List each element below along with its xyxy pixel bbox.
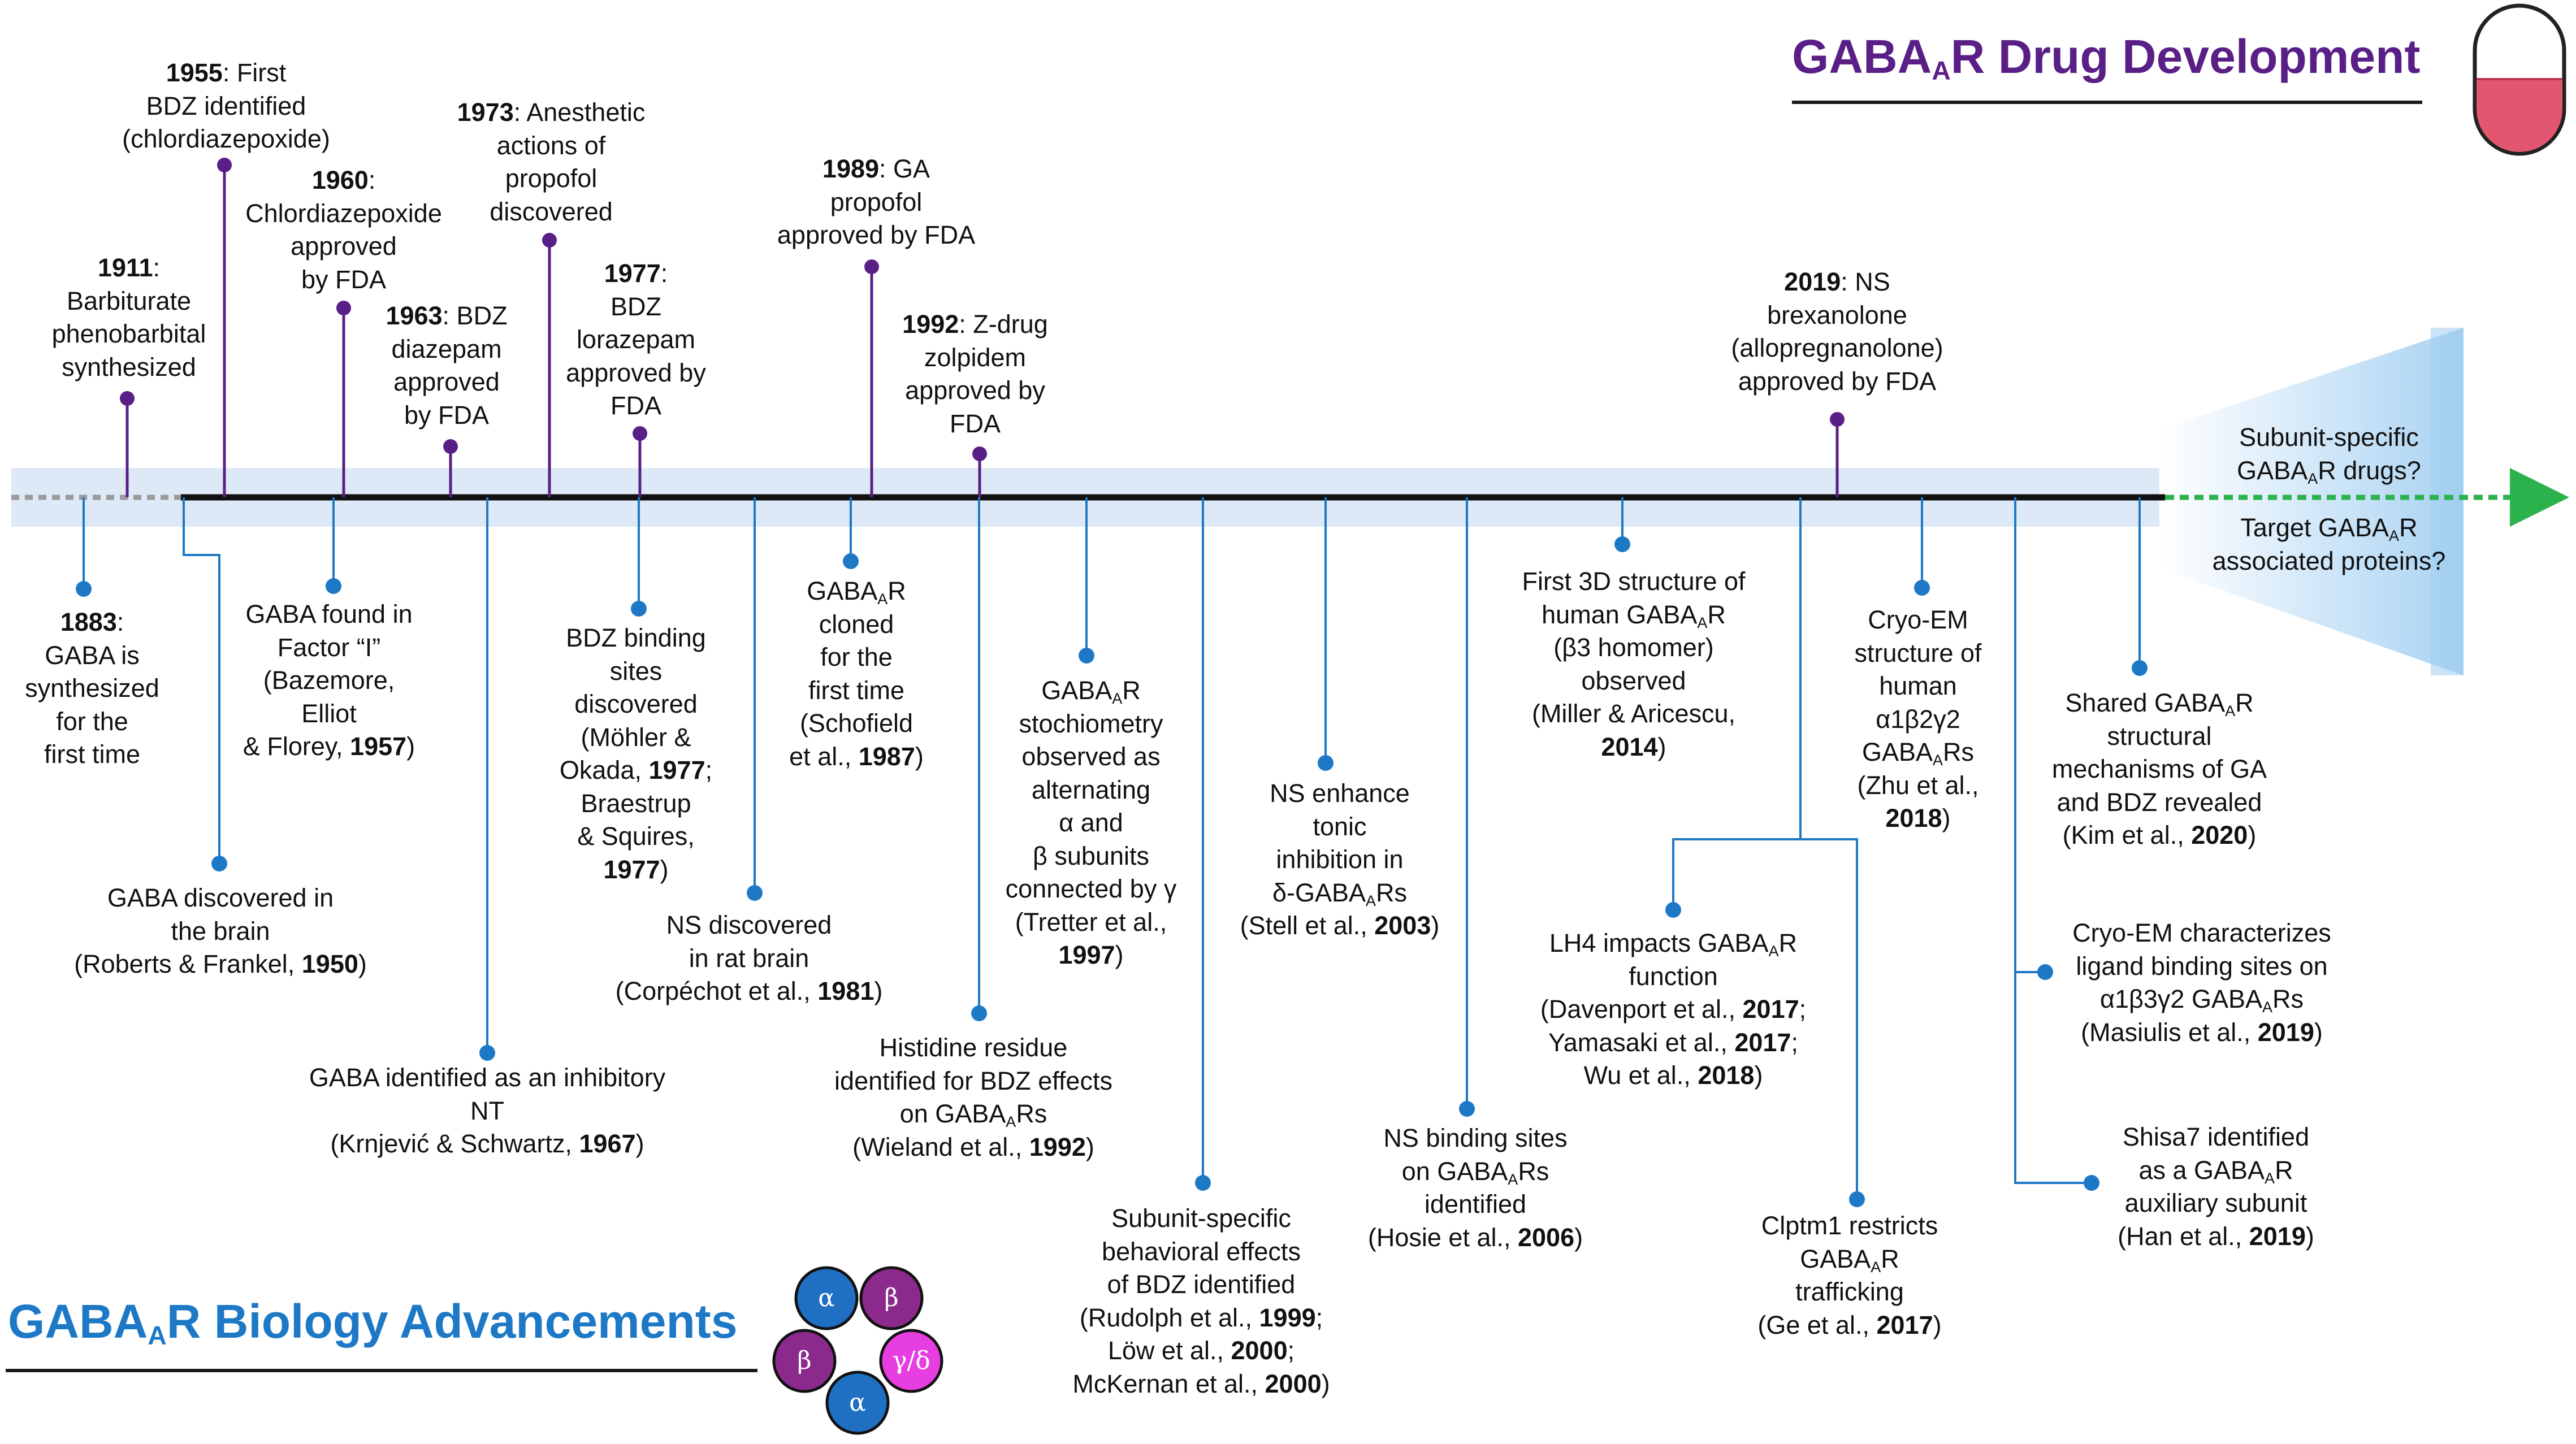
bio-event-dot (76, 581, 92, 597)
drug-event-1989: 1989: GA propofol approved by FDA (707, 153, 1046, 252)
bio-event-dot (747, 885, 763, 901)
drug-event-year: 1963 (386, 301, 443, 330)
drug-event-1992: 1992: Z-drug zolpidem approved by FDA (806, 308, 1145, 440)
bio-event-dot (326, 578, 341, 594)
drug-event-year: 1955 (166, 58, 223, 87)
bio-event-dot (211, 856, 227, 871)
drug-event-year: 2019 (1784, 267, 1841, 296)
bio-event-dot (1079, 648, 1094, 664)
receptor-subunit-label: α (818, 1283, 835, 1312)
drug-event-dot (336, 301, 351, 315)
bio-event-dot (631, 601, 647, 617)
bio-event-stem (1800, 838, 1858, 1199)
drug-event-text: : Chlordiazepoxide approved by FDA (245, 166, 442, 294)
drug-event-year: 1911 (97, 253, 153, 282)
future-cone-edge (2431, 328, 2464, 675)
drug-event-2019: 2019: NS brexanolone (allopregnanolone) … (1668, 266, 2007, 398)
bio-event-dot (1459, 1101, 1475, 1117)
bio-event-stem (183, 497, 220, 864)
drug-event-1955: 1955: First BDZ identified (chlordiazepo… (57, 57, 396, 156)
drug-event-dot (1830, 412, 1845, 427)
bio-event-stem (2014, 497, 2092, 1184)
drug-event-dot (443, 439, 458, 454)
drug-event-text: : Barbiturate phenobarbital synthesized (51, 253, 206, 381)
receptor-subunit (879, 1329, 943, 1393)
drug-event-year: 1989 (822, 154, 880, 183)
drug-event-text: : Anesthetic actions of propofol discove… (490, 98, 646, 226)
drug-title-underline (1792, 101, 2422, 104)
drug-event-text: : GA propofol approved by FDA (777, 154, 976, 249)
drug-event-dot (120, 391, 135, 406)
biology-title-underline (6, 1369, 757, 1372)
bio-event-stem (1672, 497, 1802, 910)
future-cone (2159, 328, 2464, 675)
bio-event-dot (843, 553, 859, 569)
receptor-subunit (859, 1266, 924, 1330)
drug-event-year: 1992 (902, 310, 959, 339)
bio-event-dot (1614, 536, 1630, 552)
bio-event-dot (1914, 580, 1930, 596)
drug-event-year: 1960 (311, 166, 369, 194)
bio-event-dot (1849, 1191, 1865, 1207)
bio-event: GABA identified as an inhibitory NT(Krnj… (309, 1063, 666, 1158)
drug-event-dot (864, 259, 879, 274)
receptor-subunit (772, 1329, 837, 1393)
bio-event-dot (1318, 755, 1334, 771)
receptor-subunit-label: α (849, 1388, 866, 1417)
drug-event-text: : Z-drug zolpidem approved by FDA (905, 310, 1048, 438)
drug-event-year: 1977 (604, 259, 661, 288)
receptor-subunit-label: β (797, 1346, 811, 1375)
drug-event-dot (542, 233, 557, 248)
drug-event-dot (633, 426, 647, 441)
future-arrowhead (2510, 468, 2569, 527)
receptor-subunit (794, 1266, 859, 1330)
drug-event-text: : BDZ lorazepam approved by FDA (566, 259, 706, 420)
drug-event-text: : BDZ diazepam approved by FDA (391, 301, 508, 430)
pill-fill-icon (2477, 79, 2562, 152)
bio-event-dot (1665, 902, 1681, 918)
bio-event-dot (971, 1005, 987, 1021)
drug-event-1973: 1973: Anesthetic actions of propofol dis… (382, 96, 721, 228)
drug-event-1963: 1963: BDZ diazepam approved by FDA (277, 300, 616, 432)
bio-event-dot (2132, 660, 2148, 676)
receptor-subunit-label: β (884, 1283, 898, 1312)
drug-event-1977: 1977: BDZ lorazepam approved by FDA (466, 257, 806, 423)
biology-advancements-title: GABAAR Biology Advancements (8, 1295, 738, 1350)
drug-event-year: 1973 (457, 98, 514, 127)
drug-event-text: : First BDZ identified (chlordiazepoxide… (122, 58, 330, 153)
bio-event-dot (2037, 964, 2053, 980)
drug-event-dot (217, 158, 232, 172)
bio-event-dot (479, 1045, 495, 1061)
receptor-subunit-label: γ/δ (892, 1346, 930, 1375)
drug-event-dot (972, 446, 987, 461)
drug-development-title: GABAAR Drug Development (1792, 30, 2421, 85)
receptor-subunit (825, 1371, 890, 1435)
drug-event-1960: 1960: Chlordiazepoxide approved by FDA (174, 164, 513, 296)
drug-event-1911: 1911: Barbiturate phenobarbital synthesi… (0, 251, 298, 384)
bio-event-dot (2084, 1175, 2099, 1191)
drug-event-text: : NS brexanolone (allopregnanolone) appr… (1731, 267, 1943, 396)
bio-event-dot (1195, 1175, 1211, 1191)
